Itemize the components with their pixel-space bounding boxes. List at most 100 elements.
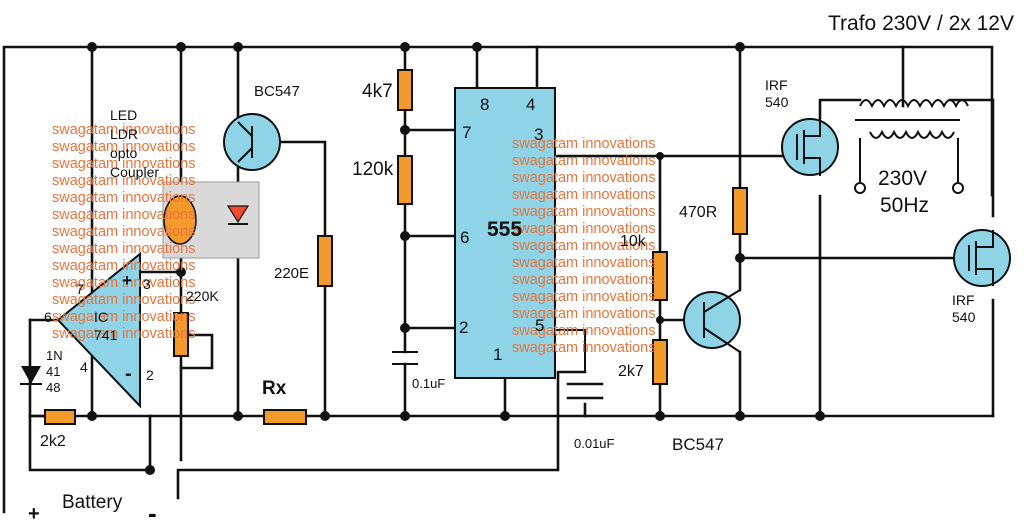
- svg-text:swagatam innovations: swagatam innovations: [52, 173, 195, 189]
- op-pin6-label: 6: [44, 309, 52, 325]
- svg-text:swagatam innovations: swagatam innovations: [512, 170, 655, 186]
- junctions: [87, 42, 825, 475]
- mosfet-irf540-top: [781, 118, 839, 176]
- bc547-top-label: BC547: [254, 83, 300, 100]
- transformer: [854, 99, 969, 194]
- svg-text:swagatam innovations: swagatam innovations: [52, 309, 195, 325]
- led-symbol: [226, 205, 250, 224]
- r-470r-label: 470R: [679, 204, 717, 221]
- svg-text:swagatam innovations: swagatam innovations: [512, 340, 655, 356]
- hz50-label: 50Hz: [880, 194, 929, 217]
- watermark-left: swagatam innovations swagatam innovation…: [52, 122, 195, 342]
- svg-text:swagatam innovations: swagatam innovations: [512, 238, 655, 254]
- pin6-555-label: 6: [460, 228, 469, 247]
- pin2-555-label: 2: [459, 318, 468, 337]
- irf-bot-label-2: 540: [952, 309, 976, 325]
- resistor-2k2: [44, 409, 76, 425]
- wires: [2, 45, 995, 514]
- svg-text:swagatam innovations: swagatam innovations: [512, 136, 655, 152]
- ldr-symbol: [163, 195, 197, 245]
- svg-text:swagatam innovations: swagatam innovations: [52, 207, 195, 223]
- pin1-555-label: 1: [493, 345, 502, 364]
- svg-text:swagatam innovations: swagatam innovations: [52, 224, 195, 240]
- svg-text:swagatam innovations: swagatam innovations: [512, 153, 655, 169]
- svg-text:swagatam innovations: swagatam innovations: [52, 156, 195, 172]
- resistor-220e: [317, 235, 333, 287]
- ldr-label: LDR: [110, 126, 138, 142]
- svg-text:swagatam innovations: swagatam innovations: [52, 258, 195, 274]
- transistor-bc547-top: [223, 113, 281, 171]
- opto-label: opto: [110, 145, 137, 161]
- pin4-label: 4: [526, 95, 535, 114]
- watermark-right: swagatam innovations swagatam innovation…: [512, 136, 655, 356]
- op-minus-label: -: [125, 363, 132, 385]
- diode-1n4148: [21, 366, 41, 384]
- ic741-label-2: 741: [94, 327, 118, 343]
- battery-minus-label: -: [148, 498, 157, 528]
- op-pin3-label: 3: [143, 276, 151, 292]
- rx-label: Rx: [262, 378, 287, 399]
- coupler-label: Coupler: [110, 164, 159, 180]
- op-pin4-label: 4: [80, 359, 88, 375]
- resistor-2k7: [652, 339, 668, 385]
- svg-text:swagatam innovations: swagatam innovations: [512, 221, 655, 237]
- mosfet-irf540-bottom: [953, 229, 1011, 287]
- ic555-label: 555: [487, 218, 522, 241]
- pin5-555-label: 5: [535, 316, 544, 335]
- r-2k7-label: 2k7: [618, 363, 644, 380]
- battery-label: Battery: [62, 492, 123, 513]
- svg-text:swagatam innovations: swagatam innovations: [512, 255, 655, 271]
- ic-555: [454, 87, 556, 379]
- irf-top-label-1: IRF: [765, 77, 788, 93]
- battery-plus-label: +: [28, 503, 40, 525]
- r-4k7-label: 4k7: [362, 81, 393, 102]
- svg-text:swagatam innovations: swagatam innovations: [52, 275, 195, 291]
- irf-bot-label-1: IRF: [952, 292, 975, 308]
- svg-text:swagatam innovations: swagatam innovations: [512, 272, 655, 288]
- c-01uf-label: 0.1uF: [412, 376, 445, 391]
- resistor-10k: [652, 251, 668, 301]
- trafo-label: Trafo 230V / 2x 12V: [828, 12, 1014, 35]
- svg-text:swagatam innovations: swagatam innovations: [52, 122, 195, 138]
- svg-text:swagatam innovations: swagatam innovations: [512, 187, 655, 203]
- pin7-555-label: 7: [462, 123, 471, 142]
- resistor-4k7: [397, 69, 413, 111]
- capacitor-0.01uf: [566, 382, 604, 400]
- svg-text:swagatam innovations: swagatam innovations: [52, 241, 195, 257]
- svg-text:swagatam innovations: swagatam innovations: [52, 190, 195, 206]
- transistor-bc547-bottom: [683, 289, 741, 353]
- v230-label: 230V: [878, 167, 927, 190]
- r-10k-label: 10k: [620, 233, 647, 250]
- c-001uf-label: 0.01uF: [574, 436, 615, 451]
- capacitor-0.1uf: [392, 351, 418, 365]
- resistor-120k: [397, 155, 413, 205]
- svg-text:swagatam innovations: swagatam innovations: [52, 292, 195, 308]
- ic741-label-1: IC: [94, 309, 108, 325]
- op-pin2-label: 2: [146, 367, 154, 383]
- pot-220k-label: 220K: [186, 288, 219, 304]
- svg-text:swagatam innovations: swagatam innovations: [512, 204, 655, 220]
- r-2k2-label: 2k2: [40, 433, 66, 450]
- diode-label-1: 1N: [46, 348, 63, 363]
- bc547-bot-label: BC547: [672, 435, 724, 454]
- opamp-ic741: [56, 251, 141, 409]
- led-label: LED: [110, 107, 137, 123]
- irf-top-label-2: 540: [765, 94, 789, 110]
- svg-text:swagatam innovations: swagatam innovations: [512, 289, 655, 305]
- resistor-470r: [732, 187, 748, 235]
- resistor-rx: [263, 409, 307, 425]
- pot-220k: [173, 312, 189, 357]
- op-plus-label: +: [122, 271, 132, 290]
- pin3-555-label: 3: [534, 125, 543, 144]
- pin8-label: 8: [480, 95, 489, 114]
- r-220e-label: 220E: [274, 265, 309, 282]
- r-120k-label: 120k: [352, 159, 394, 180]
- svg-text:swagatam innovations: swagatam innovations: [52, 326, 195, 342]
- svg-text:swagatam innovations: swagatam innovations: [512, 306, 655, 322]
- labels: Trafo 230V / 2x 12V BC547 4k7 8 4 IRF 54…: [28, 12, 1014, 528]
- diode-label-2: 41: [46, 364, 60, 379]
- op-pin7-label: 7: [76, 281, 84, 297]
- svg-text:swagatam innovations: swagatam innovations: [52, 139, 195, 155]
- svg-text:swagatam innovations: swagatam innovations: [512, 323, 655, 339]
